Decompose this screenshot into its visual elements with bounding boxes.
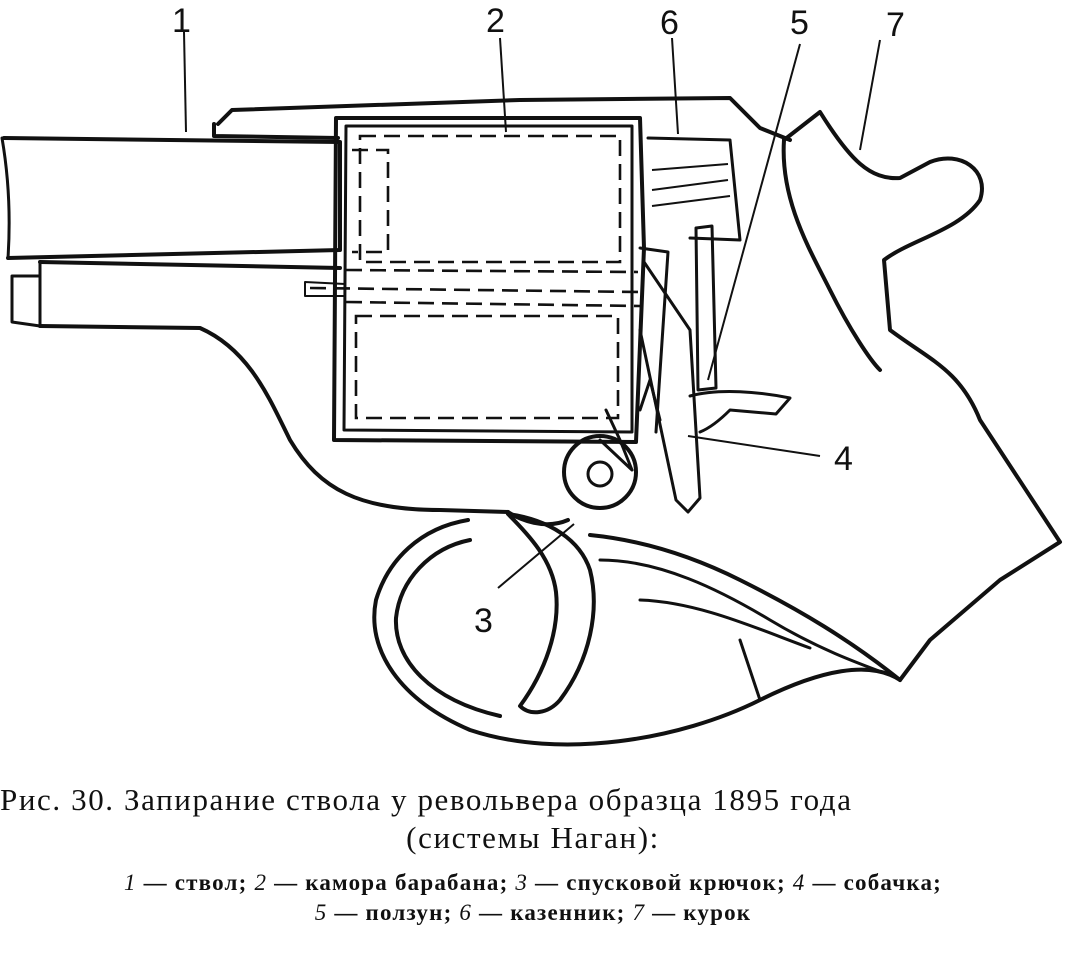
legend-num-4: 4 (792, 870, 806, 895)
caption-legend-line-2: 5 — ползун; 6 — казенник; 7 — курок (0, 900, 1066, 926)
barrel (0, 136, 346, 328)
cylinder (309, 116, 646, 444)
legend-num-7: 7 (632, 900, 646, 925)
breech (646, 136, 742, 242)
leader-lines (183, 31, 881, 589)
trigger (506, 408, 638, 715)
legend-text-6: — казенник; (472, 900, 633, 925)
caption-subtitle: (системы Наган): (406, 820, 660, 855)
label-2: 2 (486, 2, 505, 40)
legend-num-2: 2 (254, 870, 268, 895)
legend-text-5: — ползун; (327, 900, 460, 925)
legend-num-5: 5 (314, 900, 328, 925)
pawl (638, 260, 792, 514)
label-1: 1 (172, 2, 191, 40)
legend-text-7: — курок (645, 900, 752, 925)
frame (38, 96, 902, 682)
caption-title: Рис. 30. Запирание ствола у револьвера о… (0, 782, 853, 817)
caption-legend-line-1: 1 — ствол; 2 — камора барабана; 3 — спус… (0, 870, 1066, 896)
label-4: 4 (834, 440, 853, 478)
legend-num-3: 3 (515, 870, 529, 895)
legend-text-2: — камора барабана; (267, 870, 516, 895)
legend-num-6: 6 (459, 900, 473, 925)
label-7: 7 (886, 6, 905, 44)
revolver-diagram: 1 2 6 5 7 4 3 (0, 2, 1062, 747)
legend-text-1: — ствол; (136, 870, 255, 895)
hammer (781, 110, 1062, 682)
trigger-guard (372, 518, 902, 747)
legend-num-1: 1 (123, 870, 137, 895)
slide (638, 224, 718, 434)
label-6: 6 (660, 4, 679, 42)
label-5: 5 (790, 4, 809, 42)
label-3: 3 (474, 602, 493, 640)
legend-text-3: — спусковой крючок; (528, 870, 793, 895)
legend-text-4: — собачка; (805, 870, 943, 895)
